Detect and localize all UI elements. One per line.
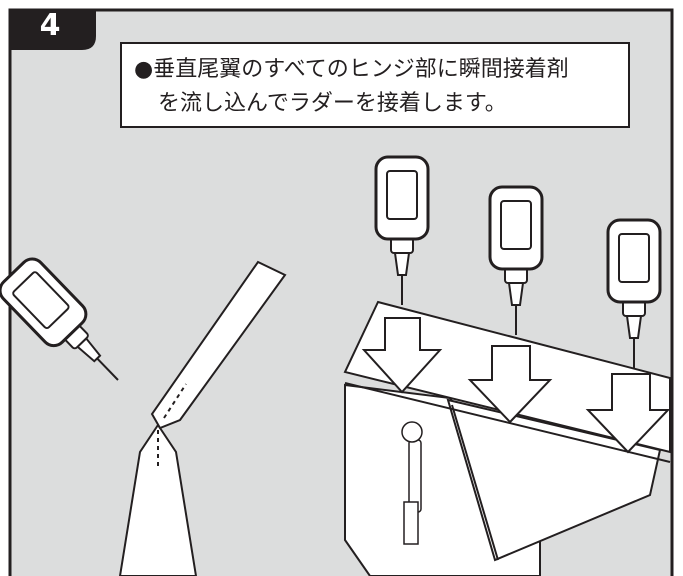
slot-detail xyxy=(408,439,422,513)
step-number: 4 xyxy=(39,8,61,43)
step-badge xyxy=(10,10,96,50)
down-arrow-icon xyxy=(585,373,671,454)
slot-hole xyxy=(401,421,423,443)
tab-detail xyxy=(403,501,419,545)
glue-bottle-icon xyxy=(488,185,544,335)
down-arrow-icon xyxy=(361,317,443,394)
instruction-line-1: ●垂直尾翼のすべてのヒンジ部に瞬間接着剤 xyxy=(134,57,569,82)
glue-bottle-icon xyxy=(606,218,662,368)
instruction-box: ●垂直尾翼のすべてのヒンジ部に瞬間接着剤 を流し込んでラダーを接着します。 xyxy=(120,42,630,128)
instruction-line-2: を流し込んでラダーを接着します。 xyxy=(158,91,507,116)
fin-lower xyxy=(118,423,198,576)
hinge-detail xyxy=(118,260,287,576)
down-arrow-icon xyxy=(467,345,553,424)
glue-bottle-icon xyxy=(374,155,430,305)
rudder-hinge-dash xyxy=(163,383,187,419)
rudder-panel xyxy=(446,398,662,562)
glue-bottle-icon xyxy=(0,257,119,381)
rudder-upper xyxy=(150,260,287,430)
